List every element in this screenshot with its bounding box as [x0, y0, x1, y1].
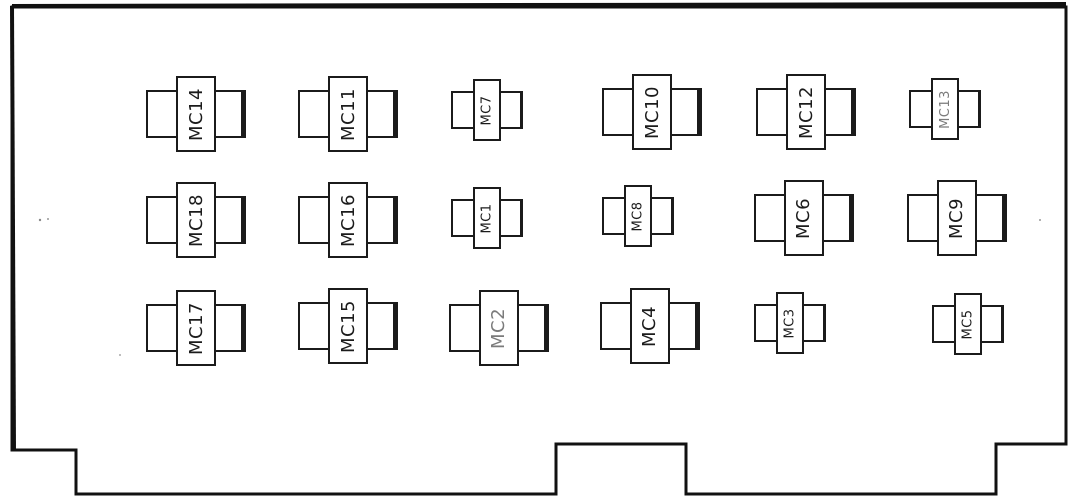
- chip-label: MC15: [337, 299, 359, 353]
- speck: [38, 218, 42, 222]
- chip-mc3: MC3: [754, 292, 826, 354]
- chip-label: MC2: [488, 307, 510, 349]
- chip-mc16: MC16: [298, 182, 398, 258]
- chip-label: MC17: [185, 301, 207, 355]
- chip-label: MC11: [337, 87, 359, 141]
- chip-body: MC3: [776, 292, 804, 354]
- chip-body: MC14: [176, 76, 216, 152]
- chip-body: MC17: [176, 290, 216, 366]
- chip-label: MC3: [782, 307, 798, 339]
- chip-mc2: MC2: [449, 290, 549, 366]
- chip-body: MC2: [479, 290, 519, 366]
- chip-mc6: MC6: [754, 180, 854, 256]
- chip-mc4: MC4: [600, 288, 700, 364]
- chip-body: MC8: [624, 185, 652, 247]
- chip-mc8: MC8: [602, 185, 674, 247]
- chip-body: MC6: [784, 180, 824, 256]
- chip-label: MC1: [479, 202, 495, 234]
- chip-mc1: MC1: [451, 187, 523, 249]
- chip-mc18: MC18: [146, 182, 246, 258]
- chip-label: MC8: [630, 200, 646, 232]
- chip-mc7: MC7: [451, 79, 523, 141]
- chip-label: MC14: [185, 87, 207, 141]
- speck: [1039, 219, 1041, 221]
- chip-mc5: MC5: [932, 293, 1004, 355]
- chip-label: MC10: [641, 85, 663, 139]
- chip-mc12: MC12: [756, 74, 856, 150]
- chip-body: MC13: [931, 78, 959, 140]
- chip-label: MC12: [795, 85, 817, 139]
- chip-mc11: MC11: [298, 76, 398, 152]
- chip-body: MC4: [630, 288, 670, 364]
- chip-body: MC9: [937, 180, 977, 256]
- chip-body: MC11: [328, 76, 368, 152]
- chip-body: MC10: [632, 74, 672, 150]
- chip-label: MC5: [960, 308, 976, 340]
- chip-body: MC1: [473, 187, 501, 249]
- chip-body: MC18: [176, 182, 216, 258]
- chip-mc13: MC13: [909, 78, 981, 140]
- chip-body: MC16: [328, 182, 368, 258]
- chip-label: MC16: [337, 193, 359, 247]
- chip-body: MC15: [328, 288, 368, 364]
- chip-label: MC6: [793, 197, 815, 239]
- chip-label: MC9: [946, 197, 968, 239]
- speck: [119, 354, 121, 356]
- chip-label: MC18: [185, 193, 207, 247]
- chip-body: MC5: [954, 293, 982, 355]
- board-left-edge-heavy: [10, 5, 16, 451]
- chip-label: MC4: [639, 305, 661, 347]
- chip-body: MC7: [473, 79, 501, 141]
- chip-body: MC12: [786, 74, 826, 150]
- board-top-edge-heavy: [11, 2, 1067, 8]
- board-outline: [10, 5, 1068, 496]
- chip-mc14: MC14: [146, 76, 246, 152]
- chip-mc10: MC10: [602, 74, 702, 150]
- chip-mc9: MC9: [907, 180, 1007, 256]
- chip-mc15: MC15: [298, 288, 398, 364]
- chip-label: MC7: [479, 94, 495, 126]
- chip-label: MC13: [937, 89, 953, 129]
- speck: [47, 218, 49, 220]
- chip-mc17: MC17: [146, 290, 246, 366]
